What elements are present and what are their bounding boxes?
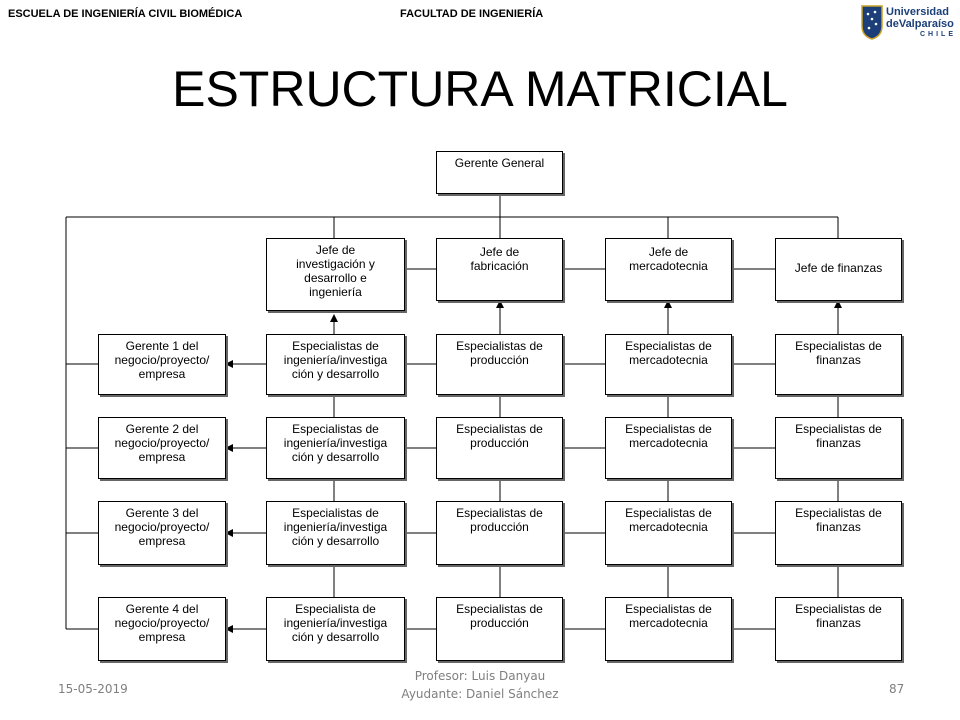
node-label: Especialistas de producción	[456, 506, 543, 534]
node-label: Gerente 3 del negocio/proyecto/ empresa	[114, 506, 210, 548]
node-specialist-production-4: Especialistas de producción	[436, 597, 563, 661]
logo-line-3: CHILE	[920, 31, 956, 38]
node-manager-4: Gerente 4 del negocio/proyecto/ empresa	[98, 597, 226, 661]
school-name: ESCUELA DE INGENIERÍA CIVIL BIOMÉDICA	[8, 8, 243, 20]
node-specialist-marketing-2: Especialistas de mercadotecnia	[605, 417, 732, 479]
node-label: Especialistas de ingeniería/investiga ci…	[283, 506, 388, 548]
node-label: Especialistas de ingeniería/investiga ci…	[283, 422, 388, 464]
logo-line-2: deValparaíso	[886, 18, 954, 30]
footer-date: 15-05-2019	[58, 682, 128, 696]
university-logo: Universidad deValparaíso CHILE	[858, 2, 958, 42]
page-number: 87	[889, 682, 905, 696]
node-specialist-marketing-1: Especialistas de mercadotecnia	[605, 334, 732, 395]
node-specialist-research-1: Especialistas de ingeniería/investiga ci…	[266, 334, 405, 395]
node-specialist-research-4: Especialista de ingeniería/investiga ció…	[266, 597, 405, 661]
node-general-manager: Gerente General	[436, 151, 563, 194]
node-label: Jefe de mercadotecnia	[629, 245, 708, 273]
faculty-name: FACULTAD DE INGENIERÍA	[400, 8, 544, 20]
footer-assistant: Ayudante: Daniel Sánchez	[401, 687, 559, 701]
node-specialist-finance-1: Especialistas de finanzas	[775, 334, 902, 395]
node-manager-2: Gerente 2 del negocio/proyecto/ empresa	[98, 417, 226, 479]
node-label: Especialistas de producción	[456, 422, 543, 450]
node-head-research: Jefe de investigación y desarrollo e ing…	[266, 238, 405, 311]
node-specialist-finance-3: Especialistas de finanzas	[775, 501, 902, 565]
node-manager-1: Gerente 1 del negocio/proyecto/ empresa	[98, 334, 226, 395]
node-specialist-finance-2: Especialistas de finanzas	[775, 417, 902, 479]
node-specialist-production-2: Especialistas de producción	[436, 417, 563, 479]
node-specialist-research-2: Especialistas de ingeniería/investiga ci…	[266, 417, 405, 479]
node-specialist-marketing-4: Especialistas de mercadotecnia	[605, 597, 732, 661]
node-label: Gerente 4 del negocio/proyecto/ empresa	[114, 602, 210, 644]
node-label: Gerente 2 del negocio/proyecto/ empresa	[114, 422, 210, 464]
node-specialist-research-3: Especialistas de ingeniería/investiga ci…	[266, 501, 405, 565]
node-specialist-production-3: Especialistas de producción	[436, 501, 563, 565]
node-label: Especialistas de producción	[456, 602, 543, 630]
node-label: Jefe de finanzas	[794, 261, 883, 275]
node-specialist-marketing-3: Especialistas de mercadotecnia	[605, 501, 732, 565]
node-label: Especialista de ingeniería/investiga ció…	[283, 602, 388, 644]
node-head-finance: Jefe de finanzas	[775, 238, 902, 301]
node-label: Especialistas de mercadotecnia	[625, 602, 712, 630]
node-label: Especialistas de mercadotecnia	[625, 506, 712, 534]
slide-title: ESTRUCTURA MATRICIAL	[172, 61, 788, 117]
node-label: Especialistas de finanzas	[795, 339, 882, 367]
node-label: Especialistas de mercadotecnia	[625, 339, 712, 367]
node-label: Especialistas de finanzas	[795, 602, 882, 630]
node-label: Gerente General	[454, 156, 545, 170]
node-label: Especialistas de ingeniería/investiga ci…	[283, 339, 388, 381]
node-label: Especialistas de mercadotecnia	[625, 422, 712, 450]
node-label: Jefe de investigación y desarrollo e ing…	[296, 243, 375, 299]
node-head-marketing: Jefe de mercadotecnia	[605, 238, 732, 301]
node-label: Jefe de fabricación	[470, 245, 529, 273]
node-label: Especialistas de finanzas	[795, 506, 882, 534]
node-manager-3: Gerente 3 del negocio/proyecto/ empresa	[98, 501, 226, 565]
node-specialist-finance-4: Especialistas de finanzas	[775, 597, 902, 661]
node-specialist-production-1: Especialistas de producción	[436, 334, 563, 395]
node-head-manufacturing: Jefe de fabricación	[436, 238, 563, 301]
node-label: Gerente 1 del negocio/proyecto/ empresa	[114, 339, 210, 381]
university-crest-icon	[861, 5, 883, 40]
footer-credits: Profesor: Luis Danyau Ayudante: Daniel S…	[0, 667, 960, 703]
node-label: Especialistas de producción	[456, 339, 543, 367]
logo-line-1: Universidad	[886, 6, 949, 18]
node-label: Especialistas de finanzas	[795, 422, 882, 450]
footer-professor: Profesor: Luis Danyau	[414, 669, 546, 683]
